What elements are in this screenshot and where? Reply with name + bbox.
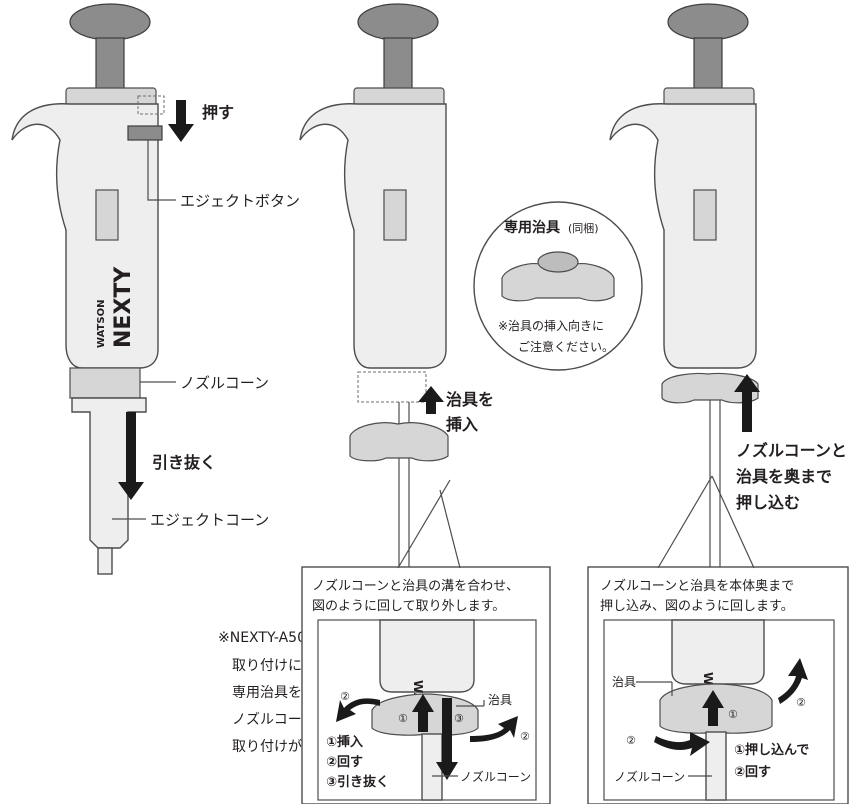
right-callout-line-left	[657, 475, 713, 569]
jig-callout-circle: 専用治具 (同梱) ※治具の挿入向きに ご注意ください。	[473, 201, 643, 371]
right-caption-line-1: ノズルコーンと治具を本体奥まで	[600, 578, 794, 594]
middle-zoom-body	[379, 619, 475, 693]
left-pipette: WATSON NEXTY 押す エジェクトボタン ノズルコーン 引き抜く エジェ…	[11, 3, 300, 575]
right-step2-arrow-left	[654, 732, 710, 756]
jig-tool-illustration	[501, 263, 615, 302]
right-step1-arrow	[702, 690, 724, 726]
nozzle-cone-outline	[357, 371, 427, 403]
eject-button-leader	[147, 140, 176, 201]
middle-caption-line-1: ノズルコーンと治具の溝を合わせ、	[312, 578, 519, 594]
push-in-line-1: ノズルコーンと	[736, 441, 847, 460]
right-step-1: ①押し込んで	[734, 742, 809, 758]
middle-step-1: ①挿入	[326, 734, 363, 750]
right-zoom-body	[671, 619, 765, 685]
push-in-line-2: 治具を奥まで	[736, 467, 832, 486]
nozzle-cone-label: ノズルコーン	[180, 374, 269, 392]
pipette-body-right	[609, 103, 757, 369]
plunger-knob-middle	[357, 3, 439, 41]
plunger-knob	[69, 3, 151, 41]
middle-callout-line-right	[439, 489, 461, 569]
plunger-shaft-right	[693, 37, 723, 91]
tip-end	[97, 547, 113, 575]
eject-cone-label: エジェクトコーン	[150, 511, 269, 529]
middle-step3-arrow	[436, 698, 458, 780]
jig-tool-ring	[537, 251, 579, 273]
brand-text: WATSON	[96, 300, 107, 348]
insert-tool-line-2: 挿入	[446, 415, 478, 434]
jig-tool-right	[661, 372, 759, 404]
insert-tool-line-1: 治具を	[446, 390, 494, 409]
middle-callout-line-left	[397, 479, 451, 569]
middle-zoom-nozzle	[421, 733, 443, 801]
model-text: NEXTY	[111, 266, 136, 348]
right-marker-1: ①	[728, 708, 738, 721]
middle-detail-box: ノズルコーンと治具の溝を合わせ、 図のように回して取り外します。 WATSO 治…	[301, 479, 551, 804]
eject-button-label: エジェクトボタン	[180, 192, 300, 210]
middle-step-2: ②回す	[326, 755, 363, 770]
middle-step-3: ③引き抜く	[326, 774, 389, 790]
middle-pipette: 治具を 挿入	[299, 3, 494, 570]
middle-marker-3: ③	[454, 712, 464, 725]
right-detail-box: ノズルコーンと治具を本体奥まで 押し込み、図のように回します。 WATSO 治具…	[587, 475, 849, 804]
jig-title: 専用治具	[504, 219, 560, 236]
pipette-body	[11, 103, 159, 369]
plunger-knob-right	[667, 3, 749, 41]
eject-button-outline	[137, 95, 165, 115]
jig-title-suffix: (同梱)	[568, 221, 599, 235]
eject-button	[127, 125, 163, 141]
volume-display	[95, 189, 119, 241]
middle-step2-arrow-left	[336, 698, 380, 722]
right-pipette: ノズルコーンと 治具を奥まで 押し込む	[609, 3, 847, 570]
push-label: 押す	[202, 103, 234, 122]
middle-marker-1: ①	[398, 712, 408, 725]
right-jig-label: 治具	[612, 675, 636, 689]
right-nozzle-label: ノズルコーン	[614, 769, 685, 784]
middle-nozzle-label: ノズルコーン	[460, 769, 531, 784]
right-marker-2-left: ②	[626, 734, 636, 747]
push-in-arrow	[734, 374, 760, 432]
pull-arrow	[118, 412, 144, 500]
volume-display-right	[693, 189, 717, 241]
plunger-shaft	[95, 37, 125, 91]
nozzle-cone	[69, 367, 141, 399]
push-arrow	[168, 100, 194, 142]
middle-jig-label: 治具	[488, 693, 512, 707]
jig-note-line-2: ご注意ください。	[518, 339, 614, 354]
pull-label: 引き抜く	[152, 453, 216, 472]
jig-tool-middle	[349, 422, 449, 462]
middle-marker-2: ②	[340, 690, 350, 703]
middle-step1-arrow	[412, 694, 434, 732]
middle-step2-arrow-right	[470, 716, 518, 742]
insert-arrow	[418, 386, 444, 414]
right-marker-2-right: ②	[796, 696, 806, 709]
push-in-line-3: 押し込む	[736, 493, 800, 512]
right-step2-arrow-right	[778, 658, 808, 704]
right-step-2: ②回す	[734, 765, 771, 780]
right-zoom-nozzle	[705, 731, 727, 801]
middle-marker-2b: ②	[520, 730, 530, 743]
right-caption-line-2: 押し込み、図のように回します。	[600, 599, 794, 614]
jig-note-line-1: ※治具の挿入向きに	[498, 318, 604, 333]
middle-caption-line-2: 図のように回して取り外します。	[312, 599, 505, 614]
plunger-shaft-middle	[383, 37, 413, 91]
right-callout-line-right	[711, 475, 755, 569]
pipette-body-middle	[299, 103, 447, 369]
volume-display-middle	[383, 189, 407, 241]
